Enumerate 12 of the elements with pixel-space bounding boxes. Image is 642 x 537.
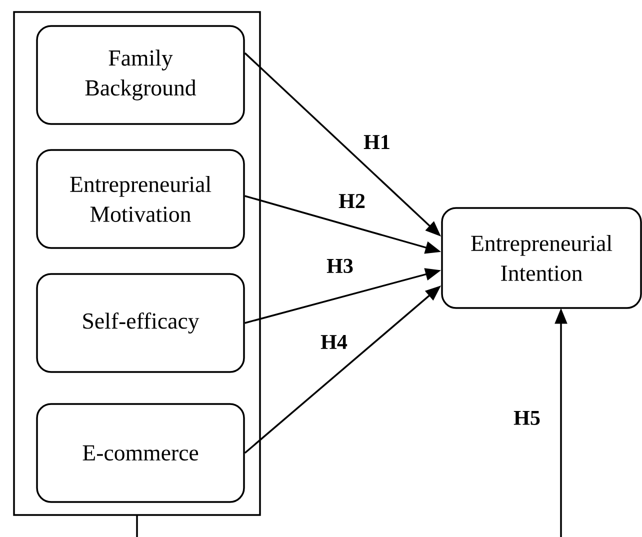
edge-label: H1 [362,133,392,151]
edge-label: H3 [324,257,356,275]
container-box [13,11,261,516]
edge-label: H4 [318,333,350,351]
rounded-box: Self-efficacy [36,273,245,373]
rounded-box: Entrepreneurial Motivation [36,149,245,249]
edge-label: H2 [336,192,368,210]
rounded-box: Entrepreneurial Intention [441,207,642,309]
rounded-box: E-commerce [36,403,245,503]
connector-line [136,514,138,537]
rounded-box: Family Background [36,25,245,125]
edge-label: H5 [512,409,542,427]
